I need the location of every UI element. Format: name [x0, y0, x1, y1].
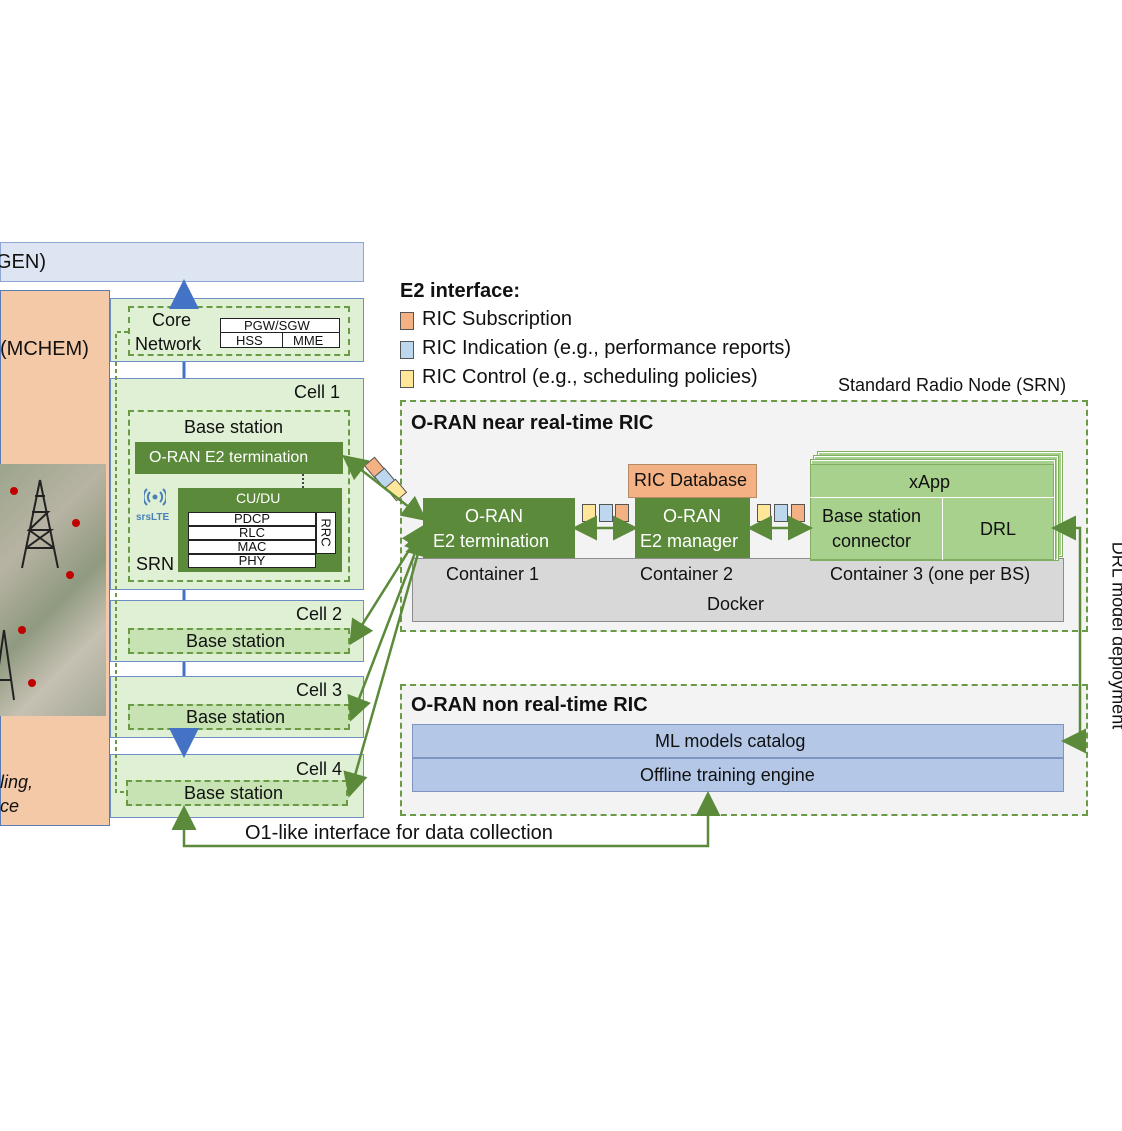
container3-label: Container 3 (one per BS): [830, 564, 1031, 584]
cudu-label: CU/DU: [236, 490, 281, 506]
xapp-label: xApp: [909, 472, 951, 492]
cell4-label: Cell 4: [296, 759, 343, 779]
legend-indication: RIC Indication (e.g., performance report…: [422, 337, 792, 359]
stack-pdcp: PDCP: [188, 512, 316, 526]
non-rt-ric-title: O-RAN non real-time RIC: [411, 694, 648, 716]
ric-e2-termination-line2: E2 termination: [433, 531, 550, 551]
cell3-base-station[interactable]: [128, 704, 350, 730]
legend-subscription: RIC Subscription: [422, 308, 573, 330]
cell3-label: Cell 3: [296, 680, 343, 700]
legend-control: RIC Control (e.g., scheduling policies): [422, 366, 758, 388]
offline-training-engine-label: Offline training engine: [640, 765, 815, 785]
stack-mac: MAC: [188, 540, 316, 554]
epc-divider-h: [220, 332, 340, 333]
msg-indication-1: [599, 504, 613, 522]
cell1-base-station-label: Base station: [184, 417, 284, 437]
srslte-logo-text: srsLTE: [136, 512, 170, 523]
bs-connector-line2: connector: [832, 531, 912, 551]
mchem-bottom-line2: ce: [0, 796, 20, 816]
stack-phy: PHY: [188, 554, 316, 568]
msg-control-2: [757, 504, 771, 522]
docker-label: Docker: [707, 594, 765, 614]
legend-swatch-indication: [400, 341, 414, 359]
legend-title: E2 interface:: [400, 280, 521, 302]
cell2-label: Cell 2: [296, 604, 343, 624]
msg-subscription-2: [791, 504, 805, 522]
ric-e2-termination-line1: O-RAN: [465, 506, 523, 526]
ric-e2-manager-line1: O-RAN: [663, 506, 721, 526]
stack-pdcp-label: PDCP: [233, 511, 271, 526]
srn-title: Standard Radio Node (SRN): [838, 375, 1067, 395]
msg-control-1: [582, 504, 596, 522]
msg-indication-2: [774, 504, 788, 522]
o1-interface-label: O1-like interface for data collection: [245, 822, 553, 844]
xapp-divider-h: [810, 497, 1054, 498]
mchem-label: (MCHEM): [0, 338, 89, 360]
epc-table: [220, 318, 340, 348]
docker-platform: [412, 558, 1064, 622]
rrc-box: [316, 512, 336, 554]
offline-training-engine[interactable]: [412, 758, 1064, 792]
ric-e2-manager-line2: E2 manager: [640, 531, 739, 551]
cell1-e2-termination-label: O-RAN E2 termination: [149, 449, 309, 466]
legend-swatch-subscription: [400, 312, 414, 330]
xapp-box[interactable]: [810, 464, 1054, 560]
stack-rlc-label: RLC: [238, 525, 265, 540]
ric-database-label: RIC Database: [634, 470, 748, 490]
hss-label: HSS: [236, 333, 263, 348]
top-banner-text: GEN): [0, 251, 46, 273]
container2-label: Container 2: [640, 564, 734, 584]
core-network-box: [128, 306, 350, 356]
mme-label: MME: [293, 333, 324, 348]
mchem-bottom-line1: ling,: [0, 772, 34, 792]
core-title-line1: Core: [152, 310, 192, 330]
drl-deploy-label: DRL model deployment: [1108, 541, 1122, 730]
srn-label: SRN: [136, 554, 175, 574]
drl-label: DRL: [980, 519, 1017, 539]
stack-mac-label: MAC: [237, 539, 267, 554]
pgw-label: PGW/SGW: [244, 318, 310, 333]
legend-swatch-control: [400, 370, 414, 388]
ric-e2-termination[interactable]: [423, 498, 575, 558]
srslte-icon: [144, 486, 166, 508]
e2-cudu-dotted-link: [302, 474, 304, 488]
top-banner: [0, 242, 364, 282]
msg-subscription-1: [615, 504, 629, 522]
cell1-e2-termination[interactable]: [135, 442, 343, 474]
ric-e2-manager[interactable]: [635, 498, 750, 558]
stack-phy-label: PHY: [238, 553, 266, 568]
xapp-divider-v: [942, 498, 943, 560]
cell3-base-station-label: Base station: [186, 707, 286, 727]
cell4-base-station-label: Base station: [184, 783, 284, 803]
cell2-base-station-label: Base station: [186, 631, 286, 651]
bs-connector-line1: Base station: [822, 506, 922, 526]
ml-models-catalog-label: ML models catalog: [655, 731, 806, 751]
ric-database[interactable]: [628, 464, 757, 498]
stack-rlc: RLC: [188, 526, 316, 540]
rrc-label: RRC: [318, 518, 334, 547]
cell1-label: Cell 1: [294, 382, 341, 402]
container1-label: Container 1: [446, 564, 540, 584]
near-rt-ric-title: O-RAN near real-time RIC: [411, 412, 654, 434]
ml-models-catalog[interactable]: [412, 724, 1064, 758]
city-photo: [0, 464, 106, 716]
epc-divider-v: [282, 333, 283, 348]
cell2-base-station[interactable]: [128, 628, 350, 654]
core-title-line2: Network: [135, 334, 202, 354]
